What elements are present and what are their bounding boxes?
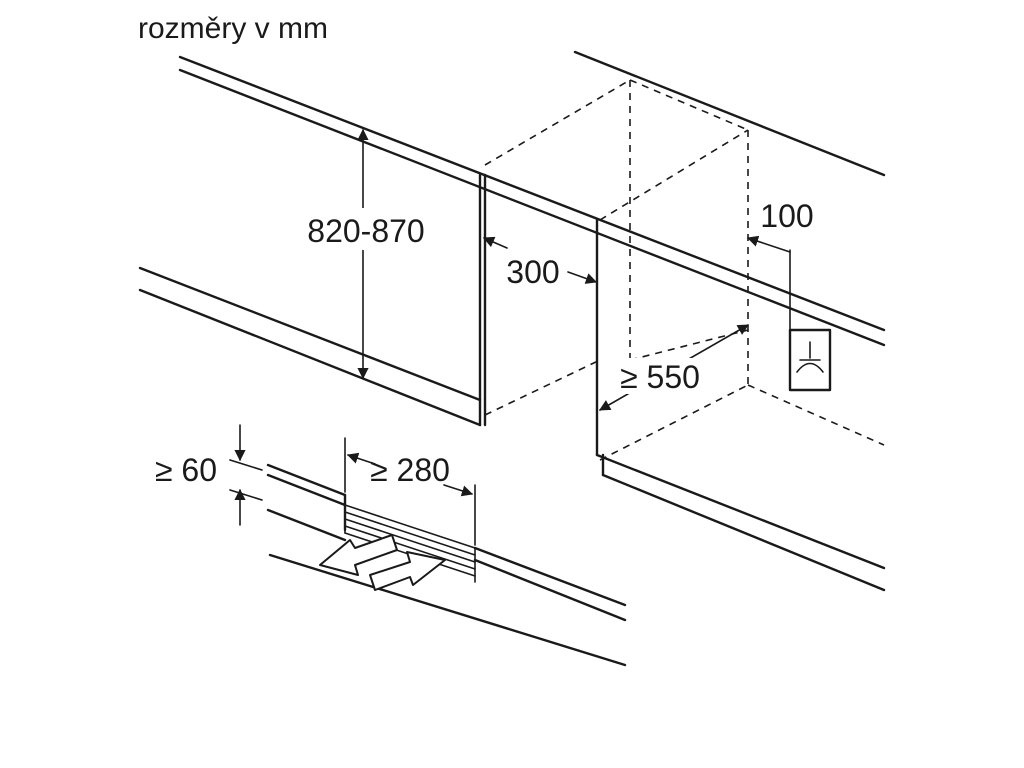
dimension-vent-height-label: ≥ 60 [155, 452, 217, 488]
power-socket-icon [788, 249, 832, 392]
diagram-title: rozměry v mm [138, 12, 328, 45]
left-cabinet [138, 173, 487, 427]
airflow-in-arrow-icon [369, 551, 446, 591]
countertop [178, 50, 886, 347]
dimension-depth-side: 300 [482, 236, 598, 290]
dimension-clearance-top: 100 [746, 198, 814, 253]
dimension-height: 820-870 [296, 128, 436, 380]
dimension-depth-min-label: ≥ 550 [620, 359, 700, 395]
vent-grille [344, 504, 476, 583]
airflow-out-arrow-icon [319, 534, 398, 576]
dimension-vent-width-label: ≥ 280 [370, 452, 450, 488]
plinth [266, 463, 627, 667]
dimension-depth-min: ≥ 550 [599, 324, 749, 411]
dimension-vent-width: ≥ 280 [344, 437, 476, 546]
dimension-depth-side-label: 300 [506, 254, 559, 290]
dimension-vent-height: ≥ 60 [155, 424, 263, 526]
dimension-height-label: 820-870 [307, 213, 424, 249]
dimension-clearance-top-label: 100 [760, 198, 813, 234]
